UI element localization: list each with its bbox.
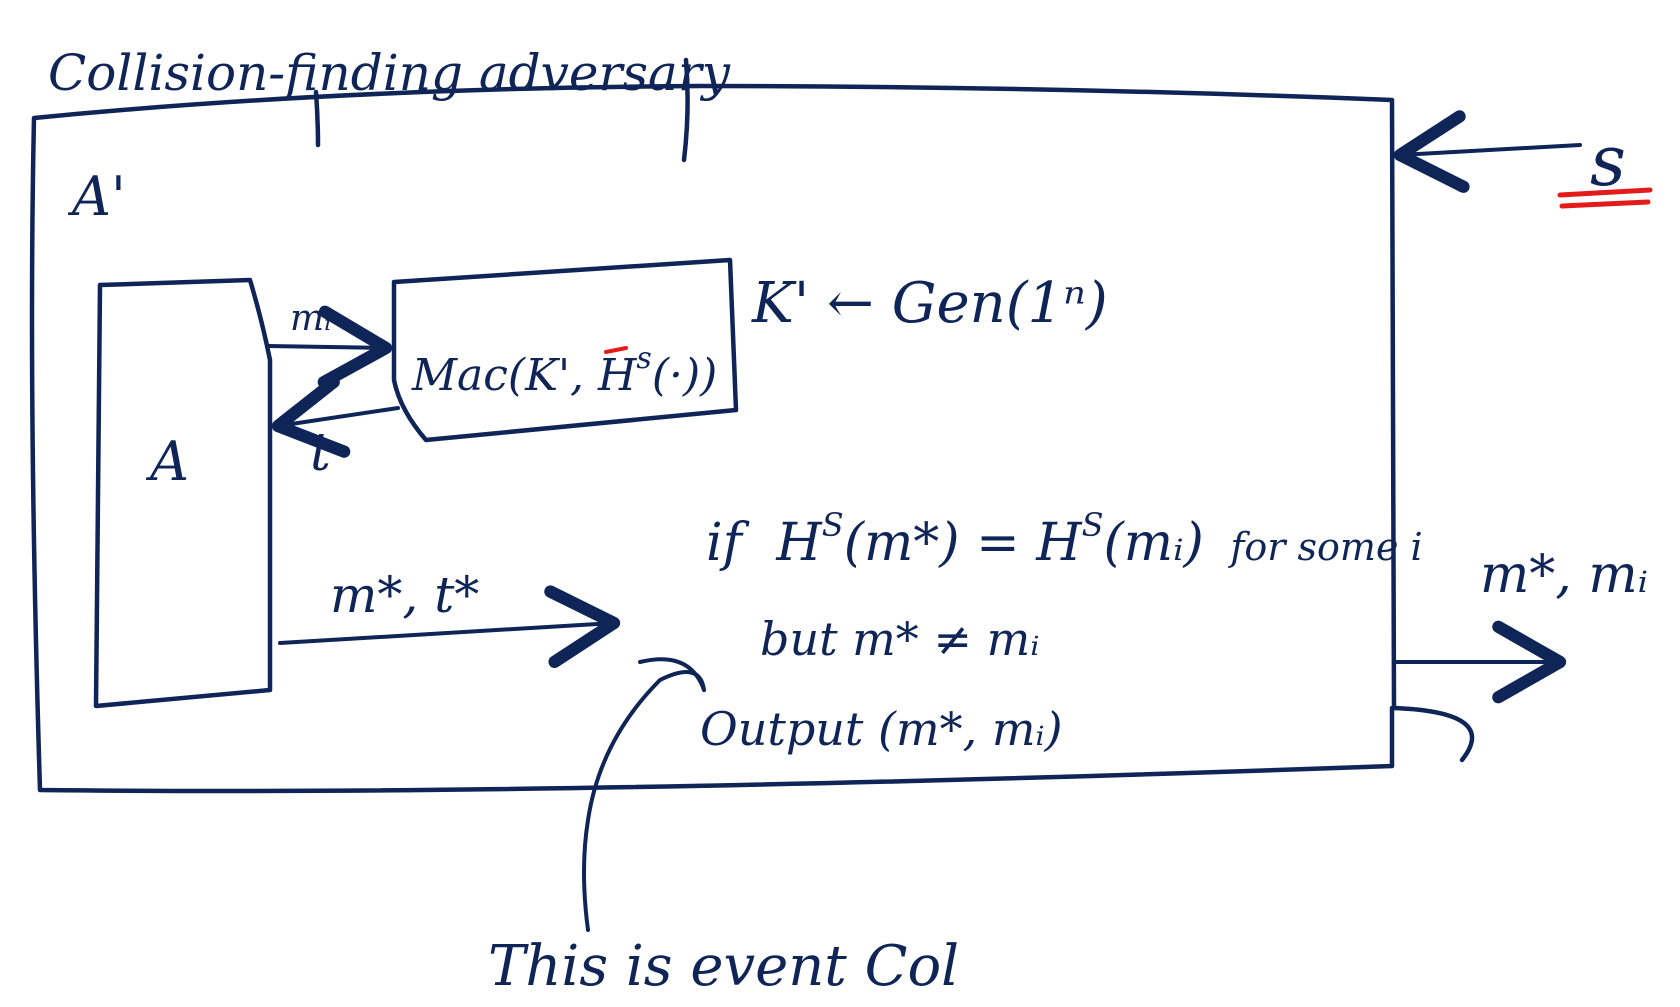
mac-oracle-red-mark bbox=[604, 346, 628, 354]
event-pointer-hook bbox=[638, 657, 706, 692]
forgery-arrow-label: m*, t* bbox=[330, 566, 479, 624]
key-gen-label: K' ← Gen(1ⁿ) bbox=[751, 271, 1108, 336]
mac-oracle-label: Mac(K', Hs(·)) bbox=[411, 341, 717, 401]
condition-mid: (m*) = H bbox=[844, 513, 1084, 573]
event-note: This is event Col bbox=[488, 934, 959, 999]
security-param-arrow bbox=[1393, 110, 1582, 193]
outer-box-label: A' bbox=[67, 165, 126, 228]
mac-oracle-superscript: s bbox=[636, 341, 651, 376]
condition-h1: H bbox=[775, 513, 823, 573]
query-arrow-label: mᵢ bbox=[290, 298, 331, 339]
response-arrow bbox=[271, 375, 400, 458]
security-param-double-underline bbox=[1557, 187, 1653, 209]
event-pointer-curve bbox=[582, 670, 706, 932]
forgery-arrow bbox=[278, 585, 621, 668]
condition-sup2: S bbox=[1082, 506, 1104, 544]
condition-line-2: but m* ≠ mᵢ bbox=[760, 612, 1039, 666]
mac-oracle-prefix: Mac(K', H bbox=[411, 350, 638, 401]
output-label: m*, mᵢ bbox=[1480, 545, 1648, 605]
condition-tail: for some i bbox=[1227, 525, 1422, 569]
response-arrow-label: t bbox=[310, 423, 331, 483]
condition-end: (mᵢ) bbox=[1103, 513, 1203, 573]
security-param-arrow-tail bbox=[1398, 153, 1462, 192]
condition-if: if bbox=[706, 513, 750, 573]
inner-box-adversary bbox=[93, 277, 273, 709]
title-underline-strokes bbox=[313, 57, 690, 163]
condition-sup1: S bbox=[822, 506, 844, 544]
mac-oracle-box bbox=[391, 257, 739, 443]
condition-line-1: if HS(m*) = HS(mᵢ) for some i bbox=[706, 506, 1423, 573]
inner-box-label: A bbox=[145, 430, 189, 493]
condition-line-3: Output (m*, mᵢ) bbox=[700, 702, 1063, 756]
query-arrow bbox=[266, 305, 393, 389]
mac-oracle-suffix: (·)) bbox=[652, 350, 717, 401]
security-param-label: s bbox=[1590, 120, 1626, 202]
outer-box-adversary bbox=[29, 83, 1475, 794]
